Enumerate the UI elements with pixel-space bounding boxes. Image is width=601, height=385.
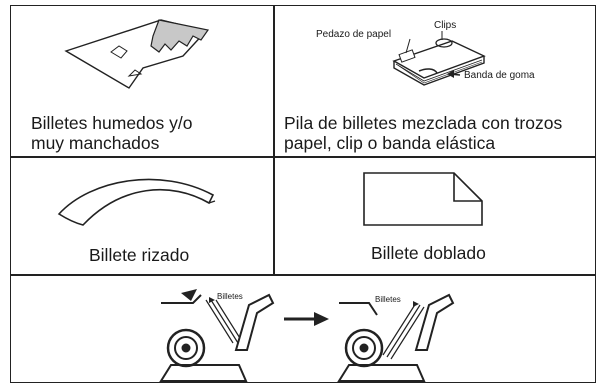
caption-wet-notes-line2: muy manchados (31, 133, 160, 153)
label-paper-piece: Pedazo de papel (316, 29, 392, 40)
instruction-table: Billetes humedos y/o muy manchados Pedaz… (10, 5, 596, 383)
loading-diagram-illustration (159, 289, 455, 382)
folded-note-illustration (363, 172, 483, 226)
label-notes-right: Billetes (375, 295, 401, 304)
label-rubber-band: Banda de goma (464, 70, 535, 81)
label-clips: Clips (434, 20, 457, 31)
column-divider (273, 6, 275, 274)
machine-right (337, 293, 455, 382)
cell-curled-note: Billete rizado (11, 157, 273, 274)
row-divider (11, 274, 595, 276)
label-notes-left: Billetes (217, 292, 243, 301)
caption-mixed-stack-line1: Pila de billetes mezclada con trozos (284, 113, 563, 133)
stained-note-illustration (64, 19, 210, 89)
caption-curled-note: Billete rizado (89, 245, 190, 265)
mixed-stack-illustration (392, 31, 486, 86)
cell-folded-note: Billete doblado (274, 157, 597, 274)
machine-left (159, 293, 275, 382)
cell-mixed-stack: Pedazo de papel Clips Banda de goma Pila… (274, 6, 597, 156)
row-divider (11, 156, 595, 158)
cell-wet-notes: Billetes humedos y/o muy manchados (11, 6, 273, 156)
caption-mixed-stack-line2: papel, clip o banda elástica (284, 133, 496, 153)
caption-folded-note: Billete doblado (371, 243, 486, 263)
cell-loading-diagram: Billetes Billetes (11, 275, 597, 384)
caption-wet-notes-line1: Billetes humedos y/o (31, 113, 193, 133)
curled-note-illustration (57, 178, 216, 226)
